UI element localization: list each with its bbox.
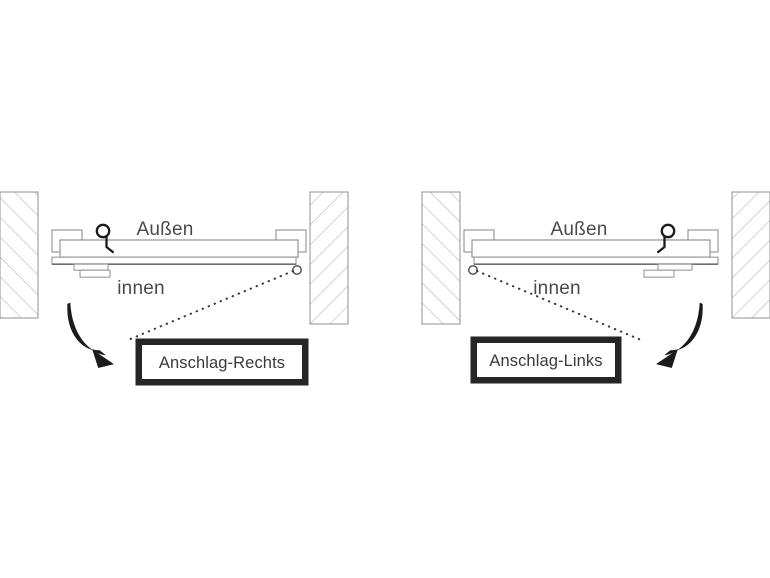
wall-right-wall — [731, 191, 770, 319]
inside-label: innen — [533, 278, 581, 299]
wall-group-left-wall — [421, 191, 461, 325]
label-box-text: Anschlag-Rechts — [159, 354, 285, 372]
arrow-head — [656, 350, 678, 368]
wall-group-left-wall — [0, 191, 39, 319]
arrow-shaft — [67, 302, 106, 356]
lock-keep-bracket — [643, 263, 693, 278]
hinge-pivot-icon — [468, 265, 478, 275]
handle-knob — [660, 223, 676, 239]
handle-stem — [657, 235, 666, 254]
bracket-lower — [79, 269, 111, 278]
arrow-head — [92, 350, 114, 368]
swing-direction-arrow-icon — [656, 302, 703, 368]
swing-direction-arrow-icon — [67, 302, 114, 368]
bracket-lower — [643, 269, 675, 278]
door-threshold — [473, 256, 719, 265]
label-box-text: Anschlag-Links — [489, 352, 602, 370]
hinge-pivot-icon — [292, 265, 302, 275]
wall-group-right-wall — [309, 191, 349, 325]
bracket-upper — [657, 263, 693, 271]
wall-left-wall — [0, 191, 39, 319]
label-box-fill — [477, 343, 615, 377]
wall-right-wall — [309, 191, 349, 325]
outside-label: Außen — [551, 219, 608, 240]
wall-group-right-wall — [731, 191, 770, 319]
lock-keep-bracket — [73, 263, 111, 278]
arrow-shaft — [664, 302, 703, 356]
inside-label: innen — [117, 278, 165, 299]
handle-stem — [105, 235, 114, 254]
leader-line-dotted — [127, 270, 294, 341]
outside-label: Außen — [137, 219, 194, 240]
door-assembly — [51, 229, 307, 278]
wall-left-wall — [421, 191, 461, 325]
door-assembly — [463, 229, 719, 278]
label-box-anschlag-links[interactable]: Anschlag-Links — [470, 336, 622, 384]
door-handle-icon — [95, 223, 114, 254]
label-box-fill — [142, 345, 302, 379]
label-box-anschlag-rechts[interactable]: Anschlag-Rechts — [135, 338, 309, 386]
door-leaf — [471, 239, 711, 258]
door-handle-icon — [657, 223, 676, 254]
bracket-upper — [73, 263, 109, 271]
door-leaf — [59, 239, 299, 258]
handle-knob — [95, 223, 111, 239]
door-threshold — [51, 256, 297, 265]
